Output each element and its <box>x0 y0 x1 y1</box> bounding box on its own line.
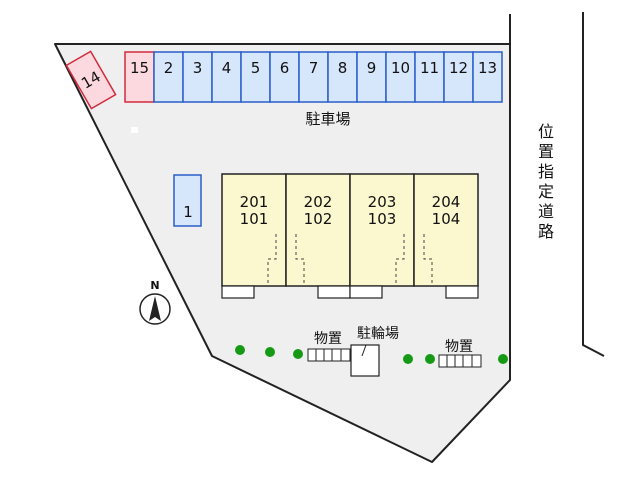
parking-space-2: 2 <box>153 51 184 103</box>
parking-space-label: 12 <box>449 59 468 77</box>
parking-space-label: 2 <box>164 59 174 77</box>
parking-space-13: 13 <box>472 51 503 103</box>
parking-label: 駐車場 <box>305 110 350 128</box>
porch <box>221 285 255 299</box>
tree-icon <box>498 354 508 364</box>
parking-row-top: 15 2 3 4 5 6 7 8 9 10 11 12 13 <box>124 51 503 103</box>
parking-space-15: 15 <box>124 51 155 103</box>
road-label-char: 置 <box>538 142 554 161</box>
parking-space-label: 5 <box>251 59 261 77</box>
entrance-path <box>395 234 405 284</box>
parking-space-10: 10 <box>385 51 416 103</box>
parking-space-label: 8 <box>338 59 348 77</box>
parking-space-12: 12 <box>443 51 474 103</box>
unit-upper-number: 202 <box>304 193 333 211</box>
road-label-char: 指 <box>538 162 554 181</box>
parking-space-5: 5 <box>240 51 271 103</box>
parking-space-1: 1 <box>173 174 202 227</box>
unit-lower-number: 103 <box>368 210 397 228</box>
parking-space-4: 4 <box>211 51 242 103</box>
parking-space-11: 11 <box>414 51 445 103</box>
parking-space-14: 14 <box>65 50 117 110</box>
unit-upper-number: 203 <box>368 193 397 211</box>
entrance-path <box>295 234 305 284</box>
marker-square <box>131 127 138 133</box>
parking-space-label: 7 <box>309 59 319 77</box>
bike-parking <box>350 344 380 377</box>
porch <box>317 285 351 299</box>
parking-space-label: 15 <box>130 59 149 77</box>
parking-space-3: 3 <box>182 51 213 103</box>
parking-space-label: 3 <box>193 59 203 77</box>
storage-label-right: 物置 <box>445 339 473 355</box>
parking-space-label: 6 <box>280 59 290 77</box>
storage-label-left: 物置 <box>314 331 342 347</box>
tree-icon <box>293 349 303 359</box>
tree-icon <box>265 347 275 357</box>
unit-upper-number: 201 <box>240 193 269 211</box>
bike-parking-label: 駐輪場 <box>357 325 399 342</box>
entrance-path <box>423 234 433 284</box>
storage-left <box>307 348 351 362</box>
parking-space-label: 4 <box>222 59 232 77</box>
tree-icon <box>235 345 245 355</box>
unit-lower-number: 102 <box>304 210 333 228</box>
porch <box>445 285 479 299</box>
road-edge-right <box>582 12 605 357</box>
road-label-char: 定 <box>538 182 554 201</box>
compass-label: N <box>150 279 159 292</box>
unit-lower-number: 104 <box>432 210 461 228</box>
unit-upper-number: 204 <box>432 193 461 211</box>
tree-icon <box>403 354 413 364</box>
parking-space-label: 1 <box>183 203 193 221</box>
parking-space-label: 11 <box>420 59 439 77</box>
trees <box>235 345 508 364</box>
parking-space-label: 10 <box>391 59 410 77</box>
parking-space-6: 6 <box>269 51 300 103</box>
porch <box>349 285 383 299</box>
north-arrow-icon: N <box>139 279 171 325</box>
road-label-char: 道 <box>538 202 554 221</box>
storage-right <box>438 354 482 368</box>
parking-space-8: 8 <box>327 51 358 103</box>
parking-space-7: 7 <box>298 51 329 103</box>
parking-space-9: 9 <box>356 51 387 103</box>
road-label-char: 路 <box>538 222 554 241</box>
unit-lower-number: 101 <box>240 210 269 228</box>
road-label-char: 位 <box>538 122 554 141</box>
entrance-path <box>267 234 277 284</box>
parking-space-label: 13 <box>478 59 497 77</box>
parking-space-label: 9 <box>367 59 377 77</box>
tree-icon <box>425 354 435 364</box>
